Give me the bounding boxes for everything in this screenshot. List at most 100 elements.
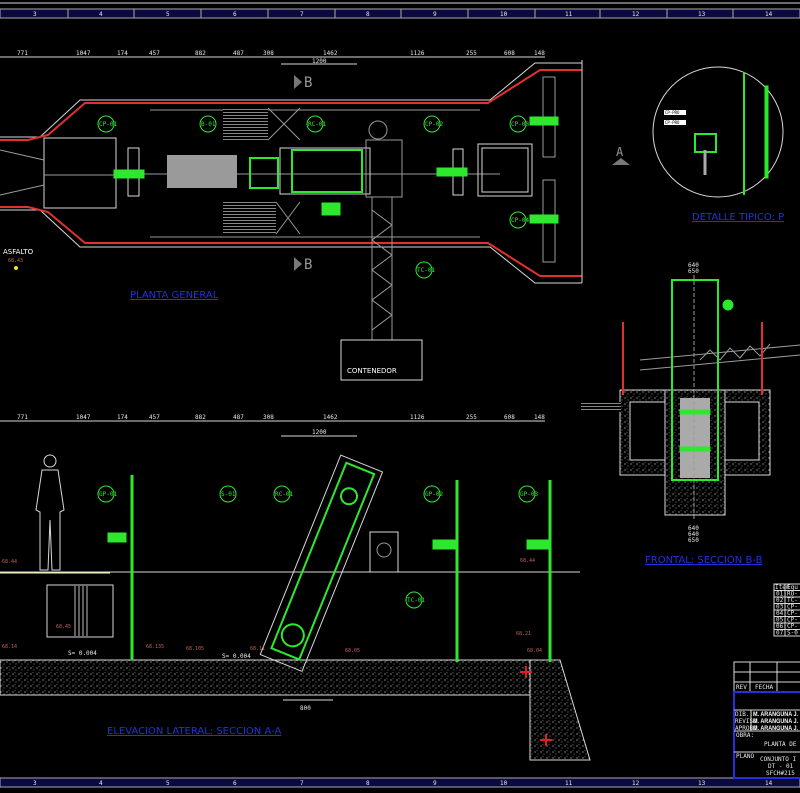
section-mark-a: A [616, 145, 624, 159]
dimension-value: 457 [149, 50, 160, 57]
grid-label-top: 5 [166, 11, 170, 18]
table-cell-item: 06 [776, 623, 784, 630]
work-name: PLANTA DE [764, 741, 797, 748]
grid-label-bottom: 5 [166, 780, 170, 787]
equipment-tag-circle [509, 115, 527, 133]
equipment-tag-circle [97, 485, 115, 503]
dimension-value: 1462 [323, 50, 338, 57]
grid-label-bottom: 9 [433, 780, 437, 787]
frontal-title: FRONTAL: SECCION B-B [645, 555, 763, 566]
equipment-tag-circle [97, 115, 115, 133]
equipment-tag: RC-01 [308, 121, 326, 128]
equipment-tag: TC-01 [417, 267, 435, 274]
dimension-value: 487 [233, 50, 244, 57]
level-mark: 68.44 [2, 559, 17, 565]
dimension-value: 487 [233, 414, 244, 421]
asphalt-label: ASFALTO [3, 248, 34, 256]
equipment-tag: GP-01 [99, 491, 117, 498]
table-cell-item: 03 [776, 604, 784, 611]
equipment-tag: CP-03 [511, 121, 529, 128]
slope-2: S= 0.004 [222, 653, 251, 660]
frontal-dim-3: 650 [688, 537, 699, 544]
grid-label-top: 4 [99, 11, 103, 18]
equipment-tag: B-01 [201, 121, 216, 128]
worker-figure [35, 454, 65, 571]
grid-label-top: 6 [233, 11, 237, 18]
frontal-section: 640 650 640 640 650 FRONTAL: SECCION B-B [581, 262, 800, 566]
level-mark: 68.14 [2, 644, 17, 650]
level-mark: 68.45 [56, 624, 71, 630]
level-mark: 68.135 [146, 644, 164, 650]
grid-label-bottom: 8 [366, 780, 370, 787]
grid-label-bottom: 6 [233, 780, 237, 787]
detail-tag-1: CP-PRO [665, 110, 680, 115]
grid-label-bottom: 14 [765, 780, 773, 787]
plan-ref: SFCH#215 [766, 770, 795, 777]
equipment-tag: RC-01 [275, 491, 293, 498]
dimension-value: 255 [466, 50, 477, 57]
equipment-tag: CP-04 [511, 217, 529, 224]
grid-label-top: 12 [632, 11, 640, 18]
equipment-tag: GP-03 [520, 491, 538, 498]
dimension-value: 148 [534, 50, 545, 57]
equipment-tag: S-01 [221, 491, 236, 498]
frontal-dim-2: 640 [688, 531, 699, 538]
dimension-value: 148 [534, 414, 545, 421]
grid-label-top: 14 [765, 11, 773, 18]
dimension-value: 174 [117, 50, 128, 57]
dimension-value: 1047 [76, 50, 91, 57]
detail-tag-2: CP-PRO [665, 120, 680, 125]
table-cell-equ: CP- [787, 610, 798, 617]
approved-by: M. ARANGUNA J. [753, 726, 798, 732]
container-label: CONTENEDOR [347, 367, 397, 375]
dimension-value: 457 [149, 414, 160, 421]
dimension-value: 1126 [410, 50, 425, 57]
date-label: FECHA [755, 684, 773, 691]
table-header-equ: Equ [787, 584, 798, 591]
reviewed-label: REVISO [735, 718, 757, 725]
dimension-1200-plan: 1200 [312, 58, 327, 65]
dimension-value: 608 [504, 50, 515, 57]
equipment-tag-circle [219, 485, 237, 503]
grid-label-top: 9 [433, 11, 437, 18]
grid-label-top: 13 [698, 11, 706, 18]
dimension-value: 608 [504, 414, 515, 421]
plan-title-block: CONJUNTO I [760, 756, 797, 763]
level-mark: 68.44 [520, 558, 535, 564]
grid-label-top: 8 [366, 11, 370, 18]
dimension-value: 308 [263, 414, 274, 421]
reviewed-by: M. ARANGUNA J. [753, 719, 798, 725]
level-mark: 68.04 [527, 648, 542, 654]
table-cell-item: 02 [776, 597, 784, 604]
detail-view: CP-PRO CP-PRO DETALLE TIPICO: P [652, 66, 784, 223]
equipment-tag: CP-01 [99, 121, 117, 128]
table-cell-equ: S-0 [787, 630, 798, 637]
elevation-title: ELEVACION LATERAL: SECCION A-A [107, 726, 281, 737]
dimension-value: 308 [263, 50, 274, 57]
frontal-dim-1: 640 [688, 525, 699, 532]
drawn-by: M. ARANGUNA J. [753, 712, 798, 718]
approved-label: APROBO [735, 725, 757, 732]
dimension-value: 882 [195, 414, 206, 421]
grid-label-bottom: 3 [33, 780, 37, 787]
section-mark-b-top: B [304, 75, 312, 91]
frontal-dim-650-top: 650 [688, 268, 699, 275]
dimension-value: 1126 [410, 414, 425, 421]
level-mark: 68.21 [516, 631, 531, 637]
level-mark: 68.05 [345, 648, 360, 654]
table-cell-equ: TC- [787, 597, 798, 604]
plan-label: PLANO [736, 753, 754, 760]
rev-label: REV [736, 684, 747, 691]
dimension-value: 882 [195, 50, 206, 57]
table-cell-item: 04 [776, 610, 784, 617]
plan-title: PLANTA GENERAL [130, 290, 219, 301]
dimension-value: 255 [466, 414, 477, 421]
